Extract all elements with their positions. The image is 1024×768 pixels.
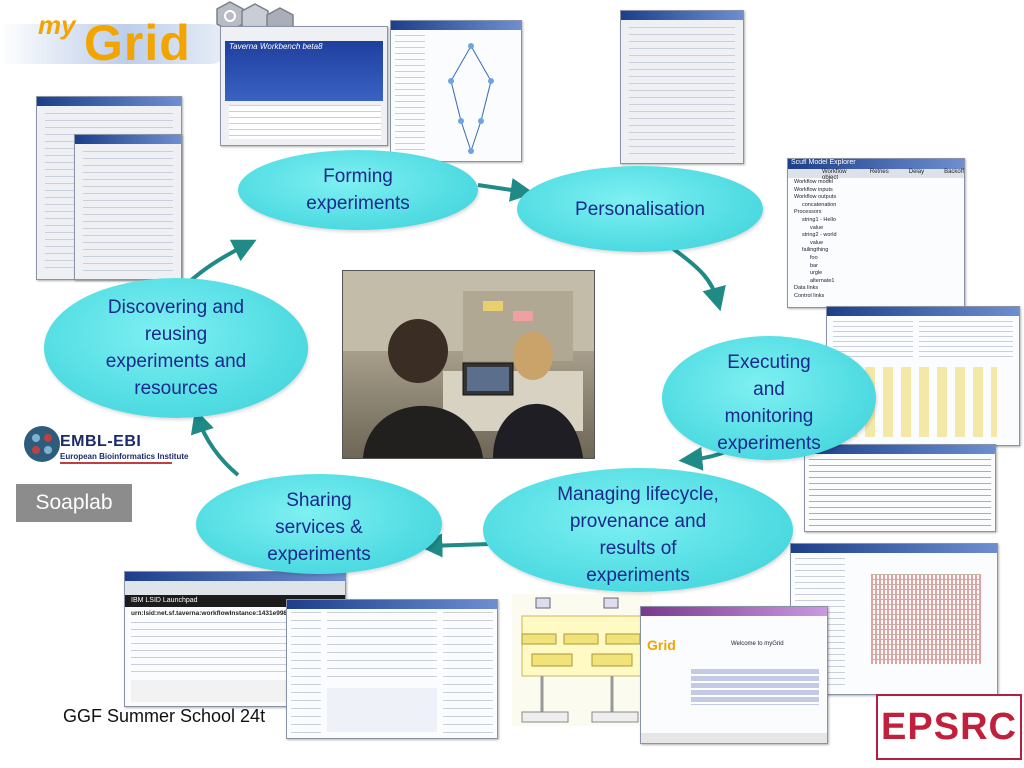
scufl-row: Workflow outputs: [794, 194, 837, 201]
scufl-col-backoff: Backoff: [944, 169, 964, 175]
screenshot-scufl-model-explorer: Scufl Model Explorer Workflow object Ret…: [787, 158, 965, 308]
screenshot-personalisation-tree: [620, 10, 744, 164]
node-forming-label: Forming experiments: [306, 166, 410, 214]
scufl-col-object: Workflow object: [822, 169, 847, 181]
node-discovering-reusing[interactable]: Discovering and reusing experiments and …: [44, 278, 308, 418]
node-personalisation[interactable]: Personalisation: [517, 166, 763, 252]
screenshot-workflow-explorer-left: [74, 134, 182, 280]
logo-grid: Grid: [84, 15, 191, 71]
screenshot-provenance-xml: [804, 444, 996, 532]
lsid-urn: urn:lsid:net.sf.taverna:workflowInstance…: [131, 610, 295, 617]
scufl-row: string2 - world: [802, 232, 837, 239]
scufl-row: bar: [810, 262, 818, 269]
arrow-sharing-to-discovering: [190, 408, 240, 477]
arrow-forming-to-personalisation: [477, 178, 535, 202]
node-sharing-label: Sharing services & experiments: [267, 489, 371, 565]
scufl-col-retries: Retries: [869, 169, 889, 175]
node-executing-label: Executing and monitoring experiments: [717, 352, 821, 454]
collaboration-photo: [342, 270, 595, 459]
arrow-managing-to-sharing: [418, 533, 491, 558]
scufl-row: foo: [810, 254, 818, 261]
scufl-title: Scufl Model Explorer: [791, 159, 856, 166]
logo-my: my: [38, 10, 76, 40]
screenshot-mygrid-portal: Grid Welcome to myGrid: [640, 606, 828, 744]
scufl-row: failingthing: [802, 247, 829, 254]
soaplab-label: Soaplab: [16, 484, 132, 522]
scufl-row: value: [810, 224, 824, 231]
mygrid-portal-logo-icon: Grid: [647, 637, 676, 653]
taverna-title: Taverna Workbench beta8: [229, 42, 323, 51]
node-sharing-services[interactable]: Sharing services & experiments: [196, 474, 442, 574]
scufl-row: urgle: [810, 270, 823, 277]
embl-ebi-title: EMBL-EBI: [60, 433, 142, 450]
epsrc-logo: EPSRC: [876, 694, 1022, 760]
logo-swoosh: [0, 24, 230, 64]
screenshot-workflow-diagram: [390, 20, 522, 162]
embl-ebi-subtitle: European Bioinformatics Institute: [60, 452, 189, 461]
screenshot-taverna-workbench: Taverna Workbench beta8: [220, 26, 388, 146]
footer-text: GGF Summer School 24t: [63, 706, 266, 726]
embl-underline: [60, 462, 172, 464]
scufl-row: Control links: [794, 292, 825, 299]
node-forming-experiments[interactable]: Forming experiments: [238, 150, 478, 230]
screenshot-service-registry: [286, 599, 498, 739]
scufl-row: Data links: [794, 285, 819, 292]
node-discovering-label: Discovering and reusing experiments and …: [105, 297, 247, 399]
mygrid-welcome: Welcome to myGrid: [731, 641, 784, 647]
scufl-row: Workflow model: [794, 179, 834, 185]
scufl-row: Processors: [794, 209, 822, 216]
scufl-row: concatenation: [802, 201, 837, 208]
arrow-personalisation-to-executing: [670, 246, 726, 312]
node-personalisation-label: Personalisation: [575, 198, 705, 220]
notification-architecture-diagram: [512, 594, 652, 726]
scufl-row: alternate1: [810, 277, 835, 284]
scufl-row: Workflow inputs: [794, 186, 833, 193]
scufl-row: string1 - Hello: [802, 216, 836, 223]
node-executing-monitoring[interactable]: Executing and monitoring experiments: [662, 336, 876, 460]
node-managing-lifecycle[interactable]: Managing lifecycle, provenance and resul…: [483, 468, 793, 592]
node-managing-label: Managing lifecycle, provenance and resul…: [557, 484, 719, 586]
scufl-col-delay: Delay: [908, 169, 925, 175]
scufl-row: value: [810, 239, 824, 246]
embl-ebi-logo-icon: [24, 426, 60, 462]
